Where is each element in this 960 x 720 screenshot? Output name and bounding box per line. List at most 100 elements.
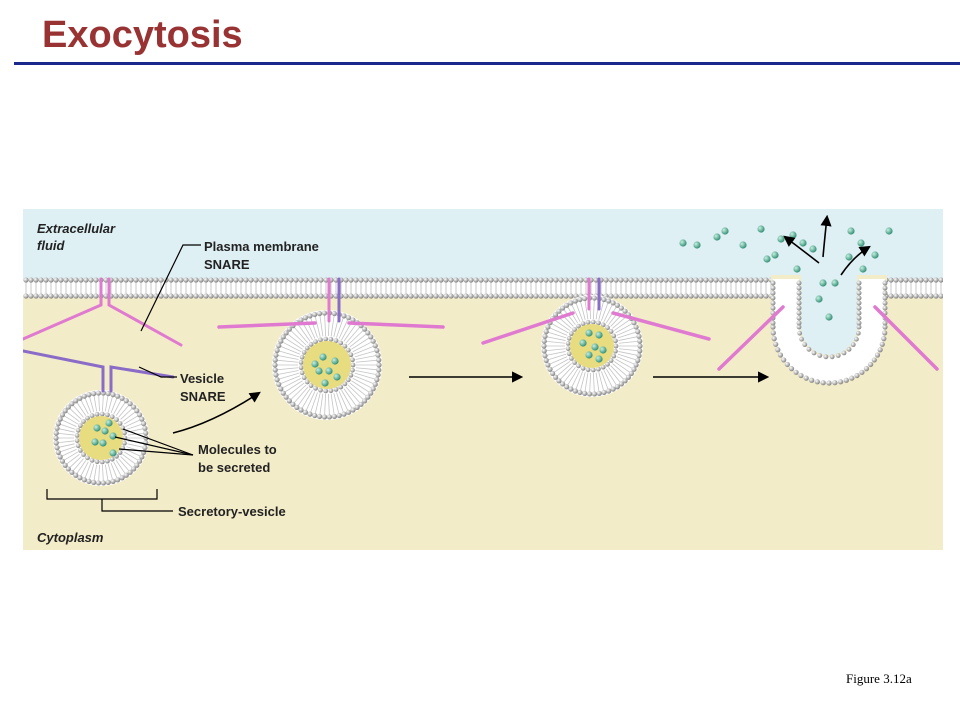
lipid-head xyxy=(826,380,832,386)
lipid-head xyxy=(633,293,639,299)
lipid-head xyxy=(33,293,39,299)
vesicle-lumen xyxy=(79,416,123,460)
lipid-head xyxy=(859,369,865,375)
lipid-head xyxy=(601,389,607,396)
lipid-head xyxy=(918,293,924,299)
lipid-head xyxy=(341,411,347,417)
secreted-molecule xyxy=(713,233,721,241)
lipid-head xyxy=(91,479,97,486)
lipid-tail xyxy=(555,363,572,378)
lipid-tail xyxy=(102,393,104,412)
lipid-head xyxy=(122,430,127,436)
lipid-head xyxy=(797,330,803,336)
lipid-head xyxy=(622,308,628,314)
lipid-head xyxy=(362,398,368,404)
lipid-tail xyxy=(601,300,610,321)
lipid-head xyxy=(374,347,380,353)
lipid-tail xyxy=(64,454,80,466)
lipid-head xyxy=(273,277,279,283)
lipid-head xyxy=(596,320,601,326)
label-plasma-snare-1: Plasma membrane xyxy=(204,239,319,254)
lipid-head xyxy=(133,293,139,299)
slide-title: Exocytosis xyxy=(42,14,243,56)
secreted-molecule xyxy=(809,245,817,253)
lipid-head xyxy=(541,348,547,354)
lipid-head xyxy=(348,352,354,358)
lipid-head xyxy=(307,313,313,319)
secreted-molecule xyxy=(815,295,823,303)
lipid-tail xyxy=(122,454,138,466)
lipid-head xyxy=(272,367,278,373)
lipid-head xyxy=(58,293,64,299)
secreted-molecule xyxy=(739,241,747,249)
lipid-head xyxy=(653,293,659,299)
lipid-head xyxy=(73,293,79,299)
lipid-head xyxy=(127,401,133,407)
lipid-head xyxy=(913,293,919,299)
lipid-tail xyxy=(300,389,313,411)
lipid-head xyxy=(643,277,649,283)
lipid-head xyxy=(128,293,134,299)
lipid-head xyxy=(683,293,689,299)
snare-strand-stage-2-right xyxy=(347,321,445,329)
lipid-head xyxy=(809,377,815,383)
lipid-head xyxy=(328,336,334,342)
lipid-head xyxy=(122,440,127,446)
lipid-head xyxy=(781,357,787,363)
lipid-tail xyxy=(351,336,371,350)
lipid-tail xyxy=(349,382,369,398)
lipid-head xyxy=(933,277,939,283)
lipid-head xyxy=(468,293,474,299)
lipid-head xyxy=(723,277,729,283)
lipid-head xyxy=(53,293,59,299)
lipid-head xyxy=(233,293,239,299)
lipid-head xyxy=(243,277,249,283)
lipid-head xyxy=(372,381,378,387)
lipid-tail xyxy=(68,456,82,470)
lipid-head xyxy=(308,383,314,388)
lipid-head xyxy=(608,277,614,283)
lipid-tail xyxy=(354,372,378,381)
lipid-tail xyxy=(93,393,98,412)
pore-lumen xyxy=(801,273,857,333)
arrow-step-1 xyxy=(172,391,261,434)
secreted-molecule xyxy=(679,239,687,247)
lipid-head xyxy=(882,320,888,326)
lipid-head xyxy=(568,300,574,306)
lipid-head xyxy=(601,296,607,303)
lipid-tail xyxy=(549,358,569,370)
lipid-head xyxy=(95,390,102,396)
lipid-head xyxy=(75,427,81,433)
lipid-head xyxy=(312,412,318,419)
secreted-molecule xyxy=(333,373,341,381)
lipid-head xyxy=(578,277,584,283)
lipid-head xyxy=(633,324,639,330)
lipid-head xyxy=(288,293,294,299)
lipid-tail xyxy=(127,443,146,449)
lipid-tail xyxy=(547,326,568,336)
lipid-head xyxy=(65,466,71,472)
exocytosis-diagram: Extracellular fluid Plasma membrane SNAR… xyxy=(21,209,944,550)
lipid-head xyxy=(874,352,881,358)
lipid-tail xyxy=(292,325,309,344)
lipid-head xyxy=(673,277,679,283)
secreted-molecule xyxy=(831,279,839,287)
lipid-head xyxy=(298,293,304,299)
lipid-head xyxy=(168,293,174,299)
lipid-head xyxy=(576,323,581,329)
lipid-head xyxy=(856,320,862,326)
lipid-tail xyxy=(79,398,89,415)
secreted-molecule xyxy=(591,343,599,351)
lipid-head xyxy=(663,277,669,283)
lipid-head xyxy=(628,370,634,377)
lipid-head xyxy=(556,308,562,314)
lipid-tail xyxy=(570,302,581,322)
lipid-head xyxy=(508,277,514,283)
secreted-molecule xyxy=(847,227,855,235)
lipid-head xyxy=(163,293,169,299)
label-plasma-snare-2: SNARE xyxy=(204,257,250,272)
lipid-head xyxy=(566,351,572,357)
lipid-head xyxy=(188,293,194,299)
lipid-head xyxy=(105,458,110,464)
lipid-head xyxy=(388,277,394,283)
